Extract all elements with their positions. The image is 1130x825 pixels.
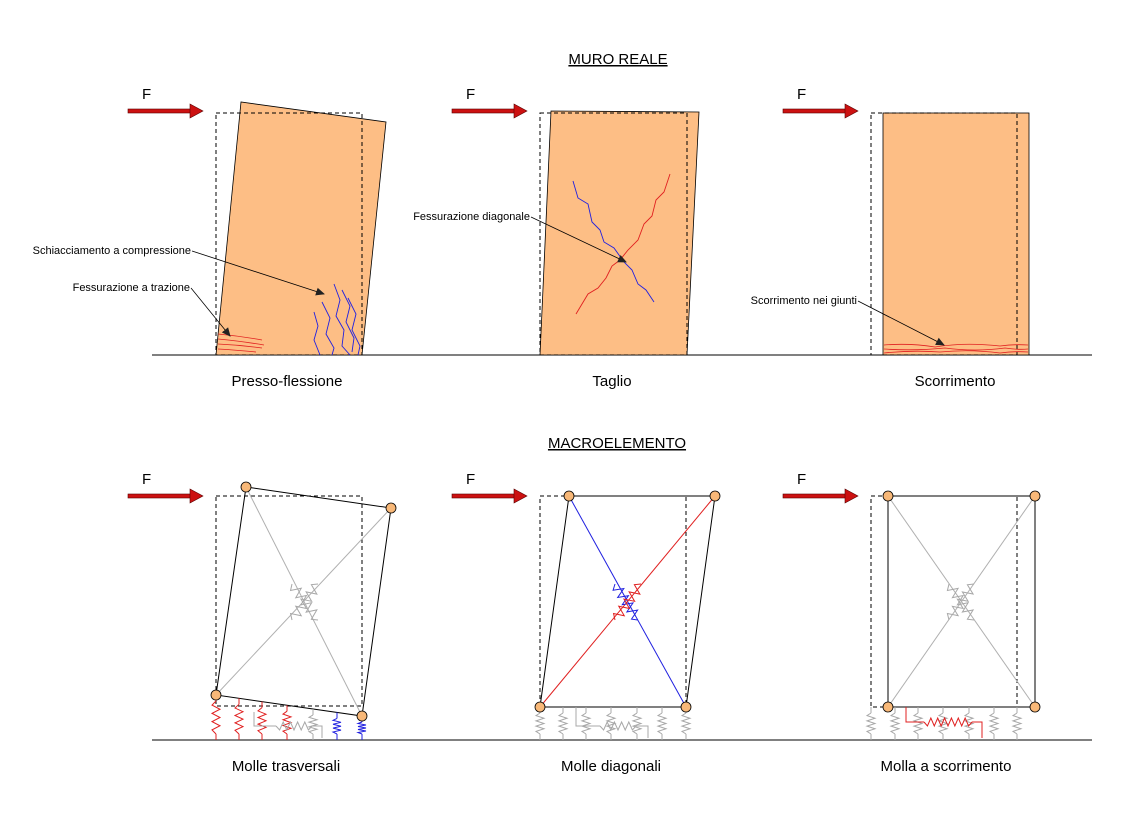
annotation-diagonal-cracking: Fessurazione diagonale: [413, 211, 530, 223]
force-arrow: F: [782, 86, 859, 119]
force-arrows: F F F F F F: [127, 86, 859, 504]
original-element-outline: [870, 495, 1018, 708]
node: [210, 689, 222, 701]
sliding-spring: [865, 707, 1023, 740]
leader-sliding: [857, 300, 945, 346]
node: [709, 490, 721, 502]
sliding-joint-cracks: [883, 343, 1029, 354]
slid-wall: [882, 112, 1030, 356]
node: [680, 701, 692, 713]
leader-diagonal: [530, 216, 627, 263]
caption-molle-trasversali: Molle trasversali: [232, 758, 340, 775]
leader-tension: [190, 287, 231, 337]
force-label: F: [466, 471, 475, 488]
node: [356, 710, 368, 722]
compression-cracks: [313, 283, 361, 356]
diagonal-link: [887, 495, 1036, 708]
leader-compression: [191, 250, 325, 296]
force-arrow: F: [127, 86, 204, 119]
force-label: F: [797, 86, 806, 103]
force-label: F: [466, 86, 475, 103]
force-label: F: [142, 471, 151, 488]
diagonal-springs: [289, 583, 319, 621]
annotation-compression-crushing: Schiacciamento a compressione: [33, 245, 191, 257]
original-element-outline: [215, 495, 363, 707]
diagonal-link-red: [539, 495, 716, 708]
panel-molle-trasversali: Molle trasversali: [210, 481, 397, 775]
panel-presso-flessione: Schiacciamento a compressione Fessurazio…: [33, 101, 387, 390]
original-wall-outline: [870, 112, 1018, 356]
panel-taglio: Fessurazione diagonale Taglio: [413, 110, 700, 390]
force-arrow: F: [782, 471, 859, 504]
caption-molle-diagonali: Molle diagonali: [561, 758, 661, 775]
panel-molla-scorrimento: Molla a scorrimento: [865, 490, 1041, 775]
force-label: F: [142, 86, 151, 103]
diagonal-springs: [946, 583, 975, 621]
force-arrow: F: [127, 471, 204, 504]
annotation-tensile-cracking: Fessurazione a trazione: [73, 282, 190, 294]
panel-molle-diagonali: Molle diagonali: [534, 490, 721, 775]
diagonal-springs: [612, 583, 642, 621]
diagonal-crack-blue: [572, 180, 655, 303]
node: [563, 490, 575, 502]
caption-taglio: Taglio: [592, 373, 631, 390]
node: [385, 502, 397, 514]
force-arrow: F: [451, 86, 528, 119]
force-label: F: [797, 471, 806, 488]
section-title-macroelement: MACROELEMENTO: [548, 435, 686, 452]
node: [882, 701, 894, 713]
caption-scorrimento: Scorrimento: [915, 373, 996, 390]
tension-cracks: [217, 333, 265, 353]
original-wall-outline: [539, 112, 688, 356]
transverse-springs: [210, 695, 367, 740]
original-wall-outline: [215, 112, 363, 356]
node: [1029, 490, 1041, 502]
section-title-real-wall: MURO REALE: [568, 51, 667, 68]
annotation-joint-sliding: Scorrimento nei giunti: [751, 295, 857, 307]
caption-molla-scorrimento: Molla a scorrimento: [881, 758, 1012, 775]
panel-scorrimento: Scorrimento nei giunti Scorrimento: [751, 112, 1030, 390]
base-springs: [534, 707, 692, 740]
original-element-outline: [539, 495, 687, 708]
force-arrow: F: [451, 471, 528, 504]
node: [240, 481, 252, 493]
caption-presso-flessione: Presso-flessione: [232, 373, 343, 390]
node: [534, 701, 546, 713]
slid-macroelement: [887, 495, 1036, 708]
node: [882, 490, 894, 502]
deformed-wall: [215, 101, 387, 356]
node: [1029, 701, 1041, 713]
